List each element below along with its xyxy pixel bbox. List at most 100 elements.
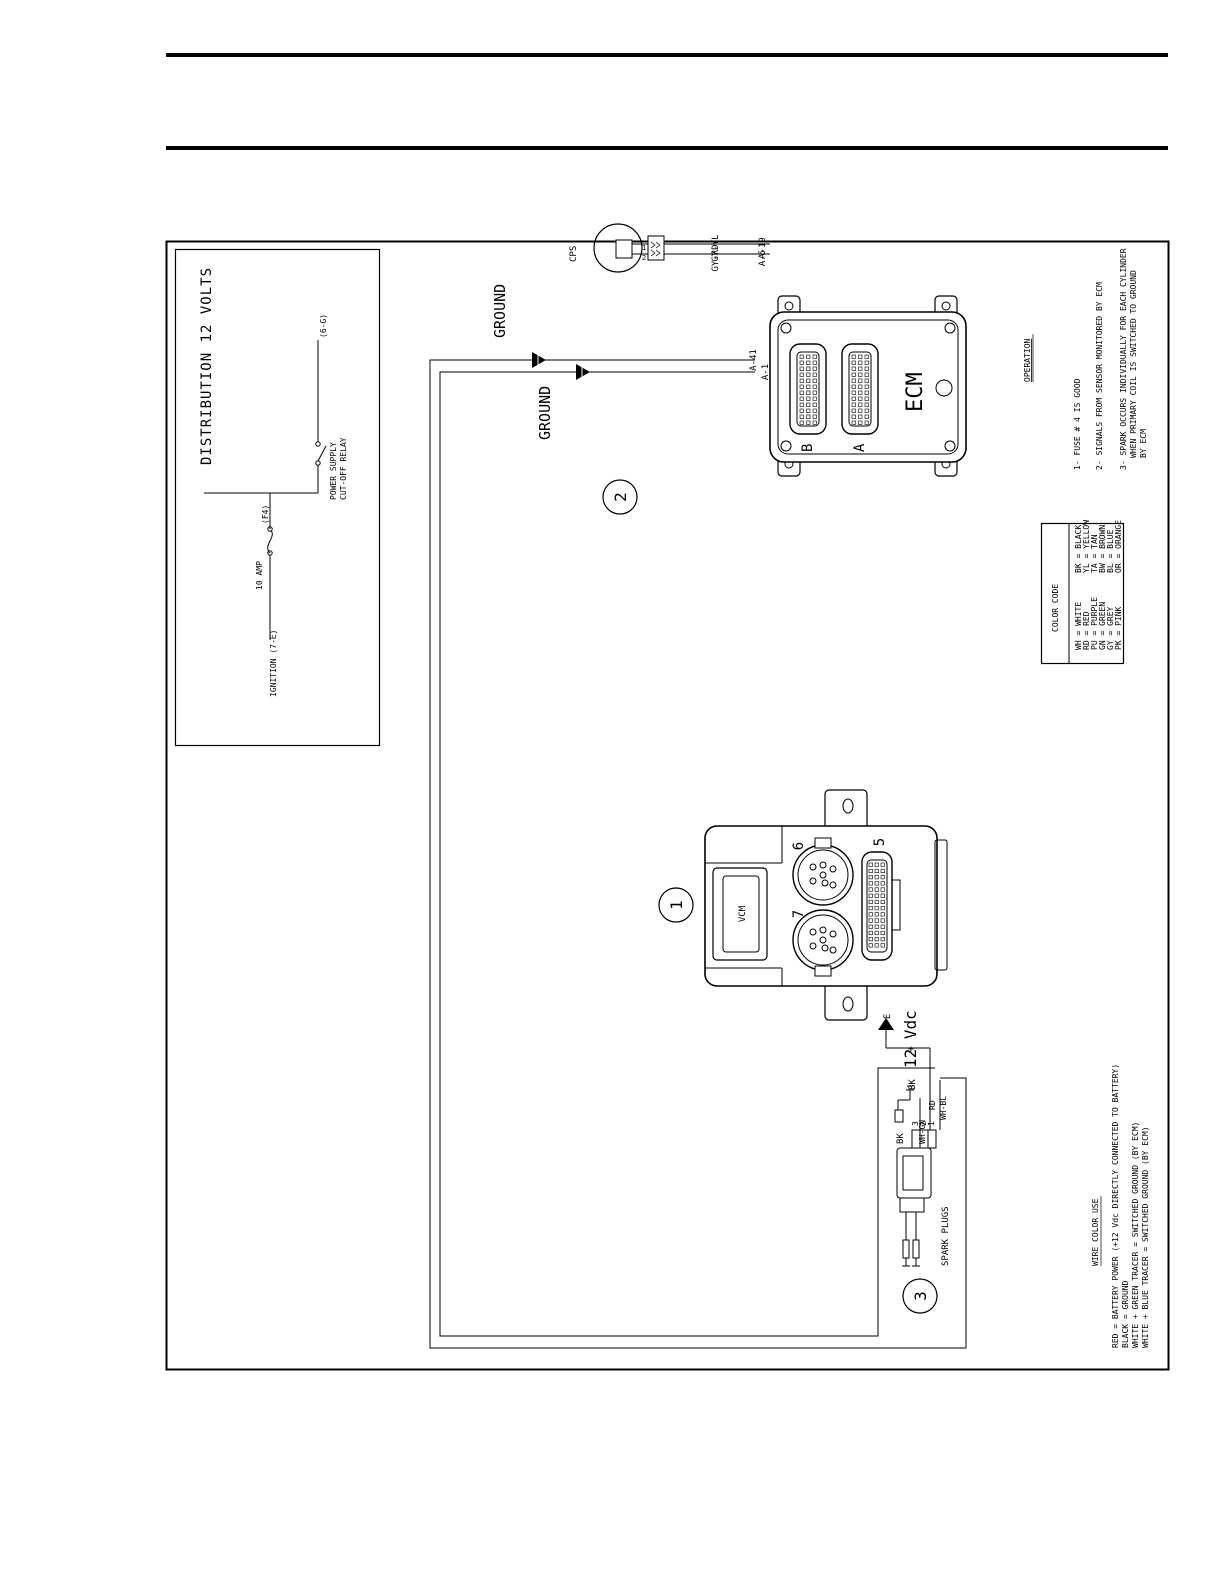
wire-color-use-lines: RED = BATTERY POWER (+12 Vdc DIRECTLY CO…: [1111, 1064, 1150, 1348]
connector-pin: [812, 366, 817, 371]
ecm-connector-a: [841, 343, 879, 435]
wire-color-line: WHITE + BLUE TRACER = SWITCHED GROUND (B…: [1141, 1126, 1150, 1348]
ground-label-top: GROUND: [491, 284, 509, 338]
connector-pin: [851, 366, 856, 371]
connector-pin: [874, 930, 879, 936]
fuse-rating: 10 AMP: [255, 561, 264, 590]
connector-pin: [799, 390, 804, 395]
wire-color-use-title: WIRE COLOR USE: [1091, 1198, 1100, 1266]
connector-pin: [806, 396, 811, 401]
connector-pin: [864, 354, 869, 359]
connector-pin: [868, 937, 873, 942]
connector-pin: [799, 414, 804, 419]
connector-pin: [812, 420, 817, 425]
coil-pin-1: 1: [927, 1121, 936, 1126]
connector-pin: [858, 384, 863, 389]
connector-pin: [806, 354, 811, 359]
connector-pin: [819, 936, 827, 944]
connector-pin: [806, 366, 811, 371]
connector-pin: [880, 868, 885, 874]
connector-pin: [851, 372, 856, 377]
operation-note: BY ECM: [1139, 429, 1148, 458]
connector-pin: [864, 378, 869, 383]
cps-wire-2-pin: A-5: [758, 250, 768, 266]
connector-pin: [812, 414, 817, 419]
connector-pin: [874, 862, 879, 867]
cps-sensor: [593, 223, 770, 273]
coil-pin-3: 3: [911, 1121, 920, 1126]
connector-pin: [806, 414, 811, 419]
connector-pin: [868, 943, 873, 948]
relay-switch-icon: [317, 445, 327, 462]
connector-pin: [812, 402, 817, 407]
cps-pin-2: 2: [642, 254, 646, 262]
output-label: (6-G): [319, 314, 328, 338]
connector-pin: [799, 378, 804, 383]
color-code-row: PU = PURPLE TA = TAN: [1090, 534, 1099, 650]
color-code-rows: WH = WHITE BK = BLACK RD = RED YL = YELL…: [1074, 520, 1123, 650]
connector-pin: [819, 926, 827, 934]
ground-wiring: [429, 359, 967, 1349]
connector-pin: [806, 420, 811, 425]
connector-pin: [864, 402, 869, 407]
connector-pin: [858, 366, 863, 371]
connector-pin: [880, 906, 885, 911]
connector-pin: [799, 372, 804, 377]
connector-pin: [868, 862, 873, 867]
connector-pin: [799, 354, 804, 359]
fuse-id: (F4): [261, 505, 270, 524]
connector-pin: [819, 871, 827, 879]
ecm-ground-pin-a41: A-41: [749, 349, 759, 371]
connector-pin: [799, 420, 804, 425]
connector-pin: [806, 408, 811, 413]
connector-pin: [868, 868, 873, 874]
connector-pin: [880, 875, 885, 880]
connector-pin: [858, 414, 863, 419]
connector-pin: [809, 877, 817, 885]
coil-callout: 3: [911, 1291, 930, 1301]
connector-pin: [868, 906, 873, 911]
connector-pin: [868, 924, 873, 929]
connector-pin: [806, 390, 811, 395]
connector-pin: [868, 875, 873, 880]
connector-pin: [864, 420, 869, 425]
connector-pin: [799, 396, 804, 401]
cps-label: CPS: [569, 246, 579, 262]
wire-color-line: WHITE + GREEN TRACER = SWITCHED GROUND (…: [1131, 1122, 1140, 1348]
connector-pin: [880, 887, 885, 892]
connector-pin: [880, 918, 885, 923]
connector-pin: [874, 943, 879, 948]
connector-pin: [812, 408, 817, 413]
connector-pin: [851, 360, 856, 365]
operation-notes: 1- FUSE # 4 IS GOOD 2- SIGNALS FROM SENS…: [1073, 248, 1148, 470]
connector-pin: [864, 384, 869, 389]
connector-pin: [868, 930, 873, 936]
color-code-title: COLOR CODE: [1051, 584, 1060, 632]
connector-pin: [868, 912, 873, 917]
ecm-module: [769, 295, 967, 477]
relay-label-line1: POWER SUPPLY: [329, 442, 338, 500]
connector-pin: [829, 946, 837, 954]
connector-pin: [880, 937, 885, 942]
connector-pin: [858, 402, 863, 407]
connector-pin: [880, 912, 885, 917]
connector-pin: [851, 414, 856, 419]
connector-pin: [874, 918, 879, 923]
connector-pin: [858, 360, 863, 365]
connector-pin: [851, 402, 856, 407]
connector-pin: [880, 893, 885, 898]
coil-ground-wire-2: BK: [908, 1079, 918, 1090]
connector-pin: [806, 384, 811, 389]
cps-wire-1-pin: A-19: [758, 237, 768, 259]
connector-pin: [880, 924, 885, 929]
connector-pin: [858, 396, 863, 401]
connector-pin: [812, 378, 817, 383]
color-code-table: [1040, 522, 1125, 665]
header-rule: [166, 146, 1168, 150]
coil-callout-circle: [902, 1278, 938, 1314]
vcm-connector-6: 6: [791, 842, 807, 850]
color-code-row: PK = PINK OR = ORANGE: [1114, 520, 1123, 650]
distribution-box: DISTRIBUTION 12 VOLTS IGNITION (7-E) 10 …: [174, 248, 381, 747]
connector-pin: [874, 899, 879, 905]
